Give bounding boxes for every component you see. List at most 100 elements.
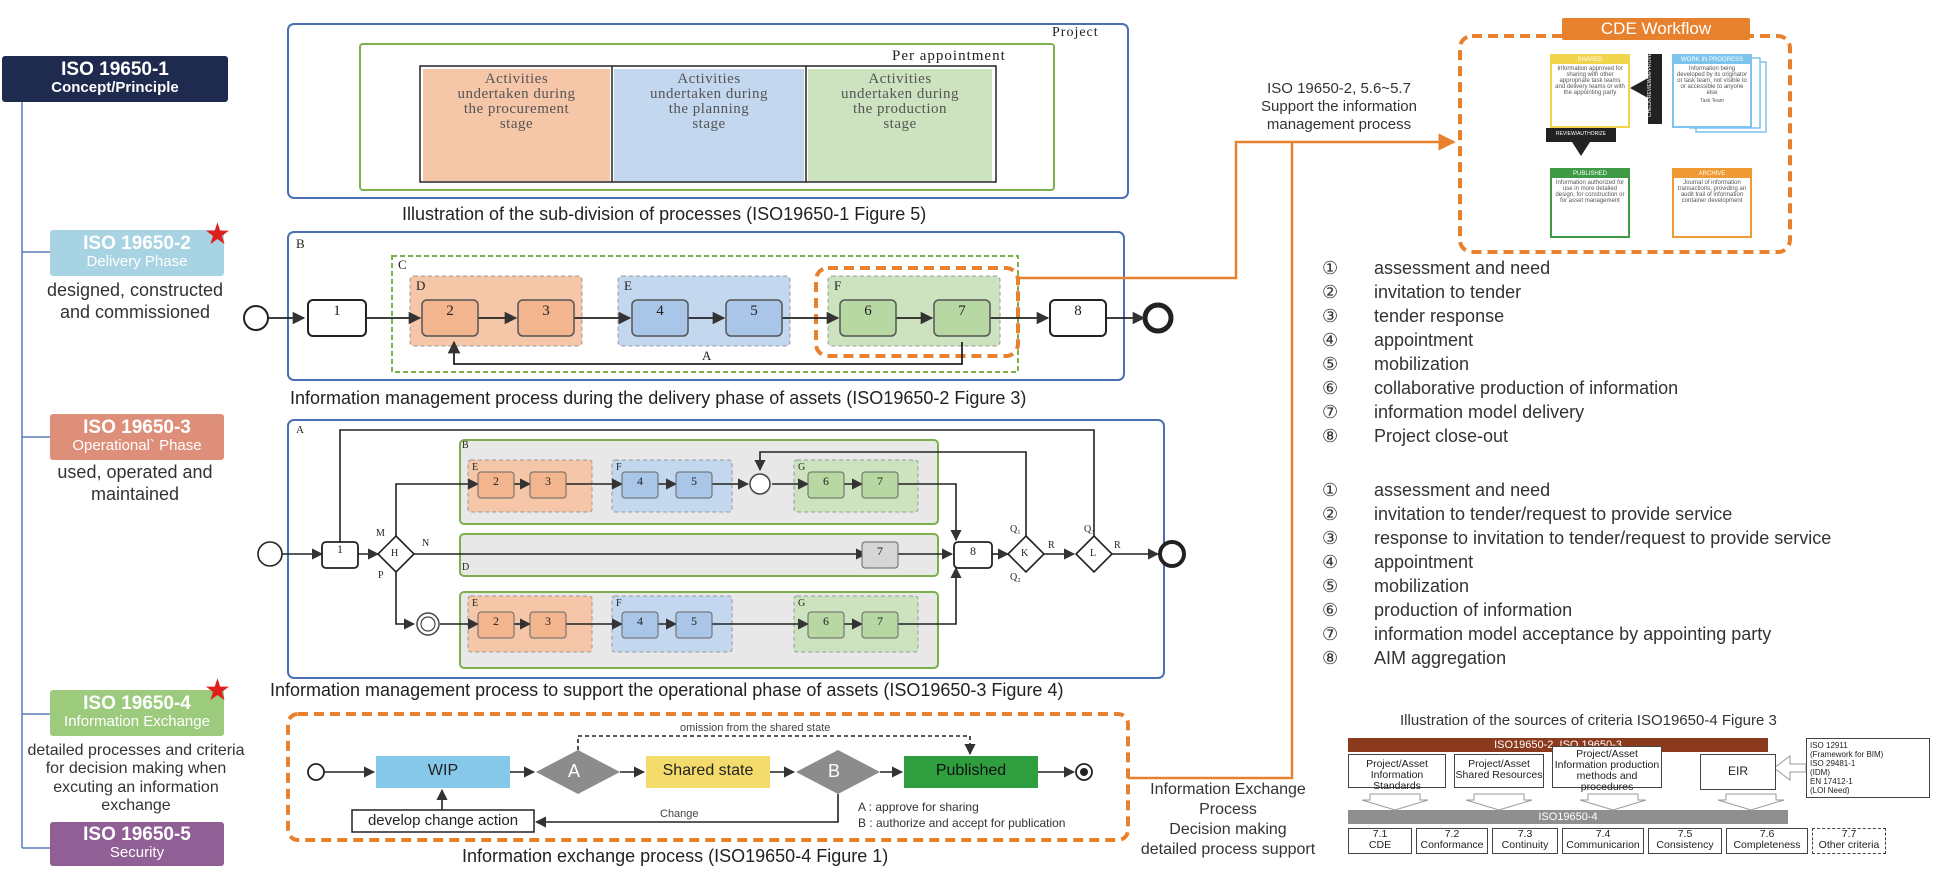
cde-card-shared: SHARED Information approved for sharing … — [1550, 54, 1630, 128]
fig4-task-node: 2 — [493, 614, 499, 628]
fig4-task-node: 6 — [823, 614, 829, 628]
fig4-task-node: 7 — [877, 544, 883, 558]
fig4-label-A: A — [296, 424, 304, 436]
fig4-task-node: 3 — [545, 614, 551, 628]
fig4-label-P: P — [378, 570, 384, 581]
fig3-task-node: 6 — [864, 303, 872, 319]
criteria-source: EIR — [1700, 754, 1776, 790]
fig4-label-E: E — [472, 462, 479, 473]
fig4-task-node: 5 — [691, 474, 697, 488]
fig3-label-E: E — [624, 278, 632, 293]
iso4-subtitle: Information Exchange — [64, 712, 210, 730]
fig3-caption: Information management process during th… — [290, 388, 1027, 408]
criteria-mid-band: ISO19650-4 — [1538, 811, 1598, 823]
fig3-task-node: 7 — [958, 303, 966, 319]
fig3-label-A: A — [702, 348, 712, 363]
iso5-box[interactable]: ISO 19650-5 Security — [50, 822, 224, 866]
iso2-desc-line: and commissioned — [59, 301, 211, 322]
fig5-stage-frame — [419, 65, 997, 183]
fig4-label-K: K — [1021, 548, 1029, 559]
iso4-desc: detailed processes and criteria for deci… — [14, 742, 258, 816]
fig3-task-node: 1 — [333, 303, 341, 319]
cde-card-published: PUBLISHED Information authorized for use… — [1550, 168, 1630, 238]
criteria-caption: Illustration of the sources of criteria … — [1400, 712, 1777, 729]
iso4-star-icon: ★ — [204, 674, 231, 707]
fig4-diagram — [257, 419, 1186, 679]
fig4-task-node: 7 — [877, 474, 883, 488]
iso4-desc-line: exchange — [101, 797, 171, 815]
fig4-label-Q3: Q₃ — [1084, 524, 1095, 535]
fig5-caption: Illustration of the sub-division of proc… — [402, 204, 927, 224]
fig3-label-D: D — [416, 278, 426, 293]
iso2-desc-line: designed, constructed — [46, 280, 224, 300]
fig1-caption: Information exchange process (ISO19650-4… — [462, 846, 889, 866]
iso2-desc: designed, constructed and commissioned — [20, 280, 250, 323]
fig3-task-node: 5 — [750, 303, 758, 319]
cde-check-label: CHECK/REVIEW/APPROVE — [1647, 52, 1653, 117]
cde-card-wip: WORK IN PROGRESS Information being devel… — [1672, 54, 1752, 128]
fig4-task-node: 4 — [637, 614, 643, 628]
fig1-shared-label: Shared state — [662, 762, 754, 779]
fig1-diagram — [286, 712, 1130, 842]
fig4-task-node: 2 — [493, 474, 499, 488]
fig4-caption: Information management process to suppor… — [270, 680, 1064, 700]
fig4-label-G: G — [798, 462, 806, 473]
iso1-box[interactable]: ISO 19650-1 Concept/Principle — [2, 56, 228, 102]
fig3-task-node: 2 — [446, 303, 454, 319]
fig5-appointment-label: Per appointment — [892, 48, 1006, 64]
fig4-label-F: F — [616, 462, 622, 473]
cde-card-archive: ARCHIVE Journal of information transacti… — [1672, 168, 1752, 238]
fig4-task-node: 8 — [970, 544, 976, 558]
fig1-change-label: Change — [660, 808, 699, 820]
exchange-note: Information Exchange Process Decision ma… — [1140, 781, 1316, 858]
iso2-box[interactable]: ISO 19650-2 Delivery Phase — [50, 230, 224, 276]
fig3-label-F: F — [834, 278, 842, 293]
iso4-desc-line: detailed processes and criteria — [27, 742, 245, 759]
iso2-star-icon: ★ — [204, 218, 231, 251]
iso3-title: ISO 19650-3 — [83, 417, 191, 438]
fig3-label-C: C — [398, 257, 407, 272]
fig4-lane-D — [459, 533, 939, 577]
criteria-diagram — [1348, 738, 1807, 824]
fig1-note-a: A : approve for sharing — [858, 800, 979, 814]
fig1-note-b: B : authorize and accept for publication — [858, 816, 1066, 830]
fig4-label-B: B — [462, 440, 469, 451]
fig1-shared-box — [646, 756, 770, 788]
fig1-omission-label: omission from the shared state — [680, 722, 831, 734]
iso2-subtitle: Delivery Phase — [86, 252, 188, 270]
iso3-box[interactable]: ISO 19650-3 Operational` Phase — [50, 414, 224, 460]
fig4-label-Q1: Q₁ — [1010, 524, 1021, 535]
fig3-tasks — [307, 299, 1107, 337]
fig4-label-R: R — [1114, 540, 1121, 551]
orange-connectors — [1018, 133, 1456, 780]
sidebar-tree-lines — [21, 100, 50, 849]
fig3-end-event — [1142, 302, 1174, 334]
iso4-desc-line: for decision making when — [45, 760, 227, 778]
cde-title: CDE Workflow — [1562, 18, 1750, 40]
support-note: ISO 19650-2, 5.6~5.7 Support the informa… — [1261, 80, 1417, 133]
iso3-desc-line: used, operated and — [57, 462, 213, 482]
iso4-box[interactable]: ISO 19650-4 Information Exchange — [50, 690, 224, 736]
fig4-label-R: R — [1048, 540, 1055, 551]
iso3-desc: used, operated and maintained — [20, 462, 250, 505]
fig4-label-Q2: Q₂ — [1010, 572, 1021, 583]
